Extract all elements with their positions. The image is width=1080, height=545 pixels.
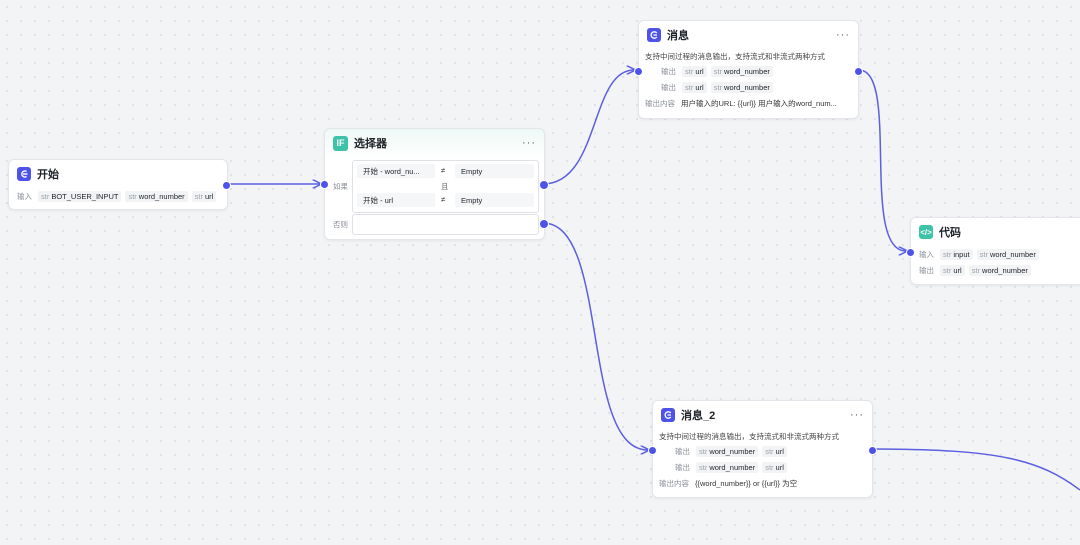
selector-node[interactable]: IF 选择器 ··· 如果 开始 - word_nu... ≠ Empty 且 …	[320, 128, 549, 240]
output-label: 输出	[675, 446, 690, 456]
output-label: 输出	[675, 462, 690, 472]
selector-if-output-handle[interactable]	[539, 180, 549, 190]
condition-left-field[interactable]: 开始 - word_nu...	[357, 164, 435, 178]
code-output-label: 输出	[919, 265, 934, 275]
if-label: 如果	[333, 182, 348, 191]
else-branch-box	[352, 214, 539, 235]
message2-node-title: 消息_2	[681, 410, 716, 422]
message2-input-handle[interactable]	[648, 446, 657, 455]
selector-input-handle[interactable]	[320, 180, 329, 189]
output-content-label: 输出内容	[659, 478, 689, 488]
and-label: 且	[441, 182, 449, 191]
selector-node-title: 选择器	[354, 138, 387, 150]
message2-output-handle[interactable]	[868, 446, 877, 455]
condition-operator[interactable]: ≠	[441, 166, 446, 175]
more-icon[interactable]: ···	[850, 409, 864, 421]
output-label: 输出	[661, 82, 676, 92]
start-icon	[17, 167, 31, 181]
message2-node[interactable]: 消息_2 ··· 支持中间过程的消息输出，支持流式和非流式两种方式 输出 str…	[648, 400, 877, 498]
if-icon: IF	[333, 135, 348, 151]
more-icon[interactable]: ···	[522, 137, 536, 149]
message-output-handle[interactable]	[854, 67, 863, 76]
output-content-label: 输出内容	[645, 98, 675, 108]
code-input-handle[interactable]	[906, 248, 915, 257]
message-description: 支持中间过程的消息输出，支持流式和非流式两种方式	[645, 51, 825, 61]
message-icon	[647, 28, 661, 42]
start-output-handle[interactable]	[222, 181, 231, 190]
message2-description: 支持中间过程的消息输出，支持流式和非流式两种方式	[659, 431, 839, 441]
condition-right-field[interactable]: Empty	[455, 193, 534, 207]
else-label: 否则	[333, 220, 348, 229]
selector-else-output-handle[interactable]	[539, 219, 549, 229]
code-node-title: 代码	[939, 227, 961, 239]
edge-selector-message2	[542, 222, 648, 450]
condition-right-field[interactable]: Empty	[455, 164, 534, 178]
start-input-label: 输入	[17, 191, 32, 201]
message-input-handle[interactable]	[634, 67, 643, 76]
condition-group[interactable]: 开始 - word_nu... ≠ Empty 且 开始 - url ≠ Emp…	[352, 160, 539, 213]
code-input-label: 输入	[919, 249, 934, 259]
message-icon	[661, 408, 675, 422]
condition-left-field[interactable]: 开始 - url	[357, 193, 435, 207]
message-node-title: 消息	[667, 30, 689, 42]
more-icon[interactable]: ···	[836, 29, 850, 41]
output-content: {{word_number}} or {{url}} 为空	[695, 478, 798, 488]
edge-message-code	[858, 69, 906, 251]
edge-message2-next	[872, 448, 1080, 491]
output-content: 用户输入的URL: {{url}} 用户输入的word_num...	[681, 98, 837, 108]
start-node-title: 开始	[37, 169, 59, 181]
code-icon: </>	[919, 225, 933, 239]
condition-operator[interactable]: ≠	[441, 195, 446, 204]
edge-selector-message	[542, 70, 634, 185]
output-label: 输出	[661, 66, 676, 76]
